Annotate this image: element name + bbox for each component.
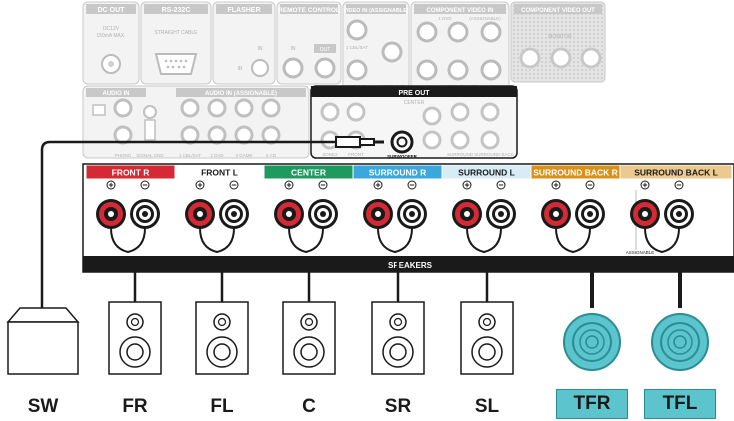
- remote-control-title: REMOTE CONTROL: [278, 7, 340, 14]
- svg-text:1 DVD: 1 DVD: [438, 16, 452, 21]
- terminal-label: SURROUND BACK L: [634, 168, 718, 178]
- terminal-group-surround-back-r: SURROUND BACK R: [531, 165, 620, 254]
- speaker-label-fr: FR: [122, 396, 148, 417]
- terminal-group-front-r: FRONT R: [86, 165, 175, 254]
- terminal-label: FRONT R: [112, 168, 150, 178]
- pre-out-title: PRE OUT: [398, 90, 430, 97]
- speaker-label-tfr: TFR: [556, 389, 628, 419]
- speaker-label-fl: FL: [210, 396, 234, 417]
- terminal-label: SURROUND L: [458, 168, 515, 178]
- speaker-wires: [133, 262, 682, 308]
- speaker-tfr: [563, 313, 621, 371]
- speaker-fl: [195, 301, 249, 375]
- subwoofer-cable: [40, 136, 384, 322]
- speaker-label-sr: SR: [384, 396, 412, 417]
- dc-out-title: DC OUT: [98, 7, 126, 14]
- terminal-label: FRONT L: [201, 168, 238, 178]
- speaker-label-sl: SL: [474, 396, 500, 417]
- remote-control-section: REMOTE CONTROL IN OUT: [276, 1, 342, 85]
- svg-text:SURROUND: SURROUND: [447, 152, 474, 157]
- svg-text:3 GAME: 3 GAME: [235, 153, 252, 158]
- rs232c-sub: STRAIGHT CABLE: [155, 30, 199, 36]
- svg-text:IN: IN: [291, 46, 296, 52]
- component-video-in-section: COMPONENT VIDEO IN 1 DVD (ASSIGNABLE) 2 …: [410, 1, 510, 93]
- assignable-label: ASSIGNABLE: [626, 250, 655, 255]
- rs232c-section: RS-232C STRAIGHT CABLE: [140, 1, 212, 85]
- svg-text:DC12V: DC12V: [103, 26, 120, 32]
- video-in-section: VIDEO IN (ASSIGNABLE) 1 CBL/SAT 2 GAME V…: [342, 1, 410, 93]
- svg-text:SURROUND BACK: SURROUND BACK: [474, 152, 514, 157]
- flasher-title: FLASHER: [227, 7, 260, 14]
- svg-text:IN: IN: [258, 46, 263, 52]
- terminal-label: CENTER: [291, 168, 326, 178]
- svg-text:150mA MAX.: 150mA MAX.: [96, 33, 125, 39]
- svg-text:SUBWOOFER: SUBWOOFER: [387, 154, 417, 159]
- component-video-out-title: COMPONENT VIDEO OUT: [521, 8, 595, 14]
- speakers-bar-label: SPEAKERS: [388, 261, 433, 270]
- audio-in-row: AUDIO IN AUDIO IN (ASSIGNABLE) PHONO SIG…: [82, 85, 310, 159]
- audio-in-assignable-title: AUDIO IN (ASSIGNABLE): [205, 91, 277, 97]
- svg-text:IR: IR: [238, 66, 243, 72]
- subwoofer-jack: [390, 130, 414, 154]
- svg-text:2 DVD: 2 DVD: [210, 153, 224, 158]
- speaker-terminal-panel: SPEAKERS ASSIGNABLE FRONT R FRONT L CENTER…: [82, 163, 734, 273]
- svg-text:4 CD: 4 CD: [266, 153, 277, 158]
- terminal-group-front-l: FRONT L: [175, 165, 264, 254]
- rear-panel-top: DC OUT DC12V 150mA MAX. RS-232C STRAIGHT…: [82, 1, 606, 93]
- video-in-title: VIDEO IN (ASSIGNABLE): [343, 8, 409, 14]
- dc-out-section: DC OUT DC12V 150mA MAX.: [82, 1, 140, 85]
- flasher-section: FLASHER IN IR: [212, 1, 276, 85]
- svg-text:ZONE2: ZONE2: [322, 152, 338, 157]
- svg-text:FRONT: FRONT: [348, 152, 364, 157]
- speaker-sw: [6, 307, 80, 375]
- audio-in-title: AUDIO IN: [103, 91, 130, 97]
- component-video-in-title: COMPONENT VIDEO IN: [426, 8, 493, 14]
- speaker-sl: [460, 301, 514, 375]
- pre-out-section: PRE OUT CENTER ZONE2 FRONT SUBWOOFER SUR…: [310, 85, 518, 159]
- terminal-group-surround-l: SURROUND L: [442, 165, 531, 254]
- terminal-group-center: CENTER: [264, 165, 353, 254]
- terminal-label: SURROUND BACK R: [533, 168, 618, 178]
- speaker-tfl: [651, 313, 709, 371]
- svg-text:OUT: OUT: [320, 47, 331, 53]
- svg-text:SIGNAL GND: SIGNAL GND: [136, 153, 164, 158]
- terminal-label: SURROUND R: [369, 168, 427, 178]
- speaker-c: [282, 301, 336, 375]
- terminal-group-surround-r: SURROUND R: [353, 165, 442, 254]
- rs232c-title: RS-232C: [162, 7, 191, 14]
- speaker-label-tfl: TFL: [644, 389, 716, 419]
- svg-text:1 CBL/SAT: 1 CBL/SAT: [179, 153, 201, 158]
- terminal-group-surround-back-l: SURROUND BACK L: [620, 165, 732, 254]
- speaker-fr: [108, 301, 162, 375]
- svg-text:1 CBL/SAT: 1 CBL/SAT: [346, 45, 368, 50]
- speaker-sr: [371, 301, 425, 375]
- svg-text:MONITOR: MONITOR: [548, 34, 572, 40]
- speaker-label-sw: SW: [27, 396, 59, 417]
- speaker-label-c: C: [302, 396, 316, 417]
- svg-text:(ASSIGNABLE): (ASSIGNABLE): [469, 16, 501, 21]
- component-video-out-section: COMPONENT VIDEO OUT MONITOR: [510, 1, 606, 83]
- svg-text:PHONO: PHONO: [115, 153, 132, 158]
- svg-text:CENTER: CENTER: [404, 100, 425, 106]
